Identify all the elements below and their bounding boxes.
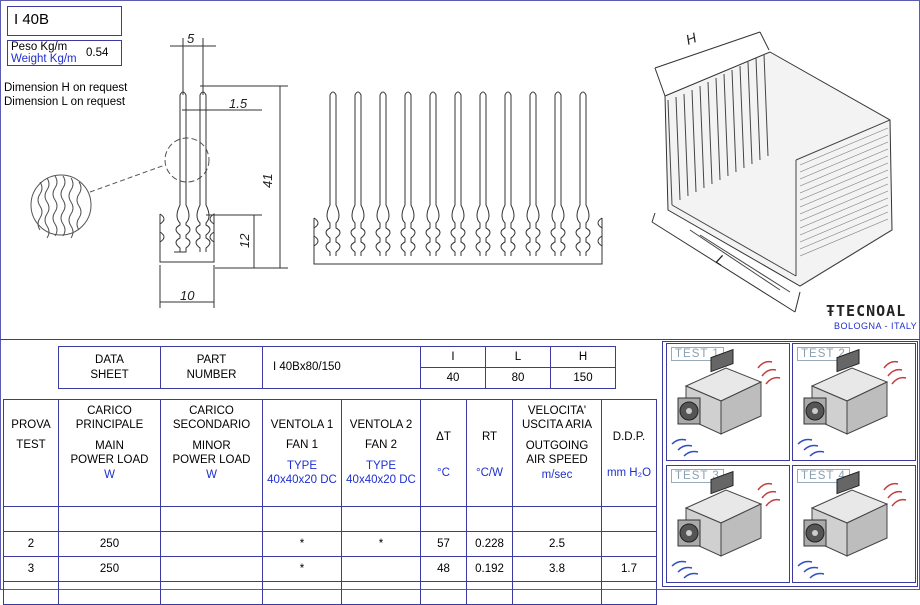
weight-label-en: Weight Kg/m xyxy=(11,53,77,65)
weight-value: 0.54 xyxy=(86,47,109,59)
logo-mark-icon: Ŧ xyxy=(826,302,837,320)
part-number-cell: PART NUMBER xyxy=(160,346,263,389)
dim-12-label: 12 xyxy=(237,233,252,248)
test-panel-4: TEST 4 xyxy=(792,465,916,583)
profile-section xyxy=(159,38,288,308)
data-sheet-cell: DATA SHEET xyxy=(58,346,161,389)
header-prova: PROVA TEST xyxy=(3,399,59,507)
table-header-row: PROVA TEST CARICO PRINCIPALE MAIN POWER … xyxy=(3,399,657,507)
header-velocita: VELOCITA' USCITA ARIA OUTGOING AIR SPEED… xyxy=(512,399,602,507)
profile-front xyxy=(313,91,603,265)
col-l-value: 80 xyxy=(485,367,551,389)
section-divider xyxy=(0,339,920,340)
header-carico-principale: CARICO PRINCIPALE MAIN POWER LOAD W xyxy=(58,399,161,507)
iso-l-label: L xyxy=(713,251,728,269)
test-label: TEST 4 xyxy=(797,469,850,483)
col-l-header: L xyxy=(485,346,551,368)
header-ddp: D.D.P. mm H₂O xyxy=(601,399,657,507)
heatsink-drawing: 5 1.5 41 12 10 H L xyxy=(30,29,893,313)
product-code-box xyxy=(7,6,122,36)
test-label: TEST 3 xyxy=(671,469,724,483)
dim-5-label: 5 xyxy=(187,31,195,46)
test-panels-container xyxy=(662,341,918,587)
header-carico-secondario: CARICO SECONDARIO MINOR POWER LOAD W xyxy=(160,399,263,507)
company-logo: ŦTECNOAL xyxy=(826,302,906,320)
logo-city: BOLOGNA - ITALY xyxy=(834,321,918,331)
col-i-header: I xyxy=(420,346,486,368)
dimension-l-note: Dimension L on request xyxy=(4,96,126,108)
logo-name: TECNOAL xyxy=(836,302,907,320)
test-panel-3: TEST 3 xyxy=(666,465,790,583)
spec-table: DATA SHEET PART NUMBER I 40Bx80/150 I L … xyxy=(58,346,616,389)
header-ventola-2: VENTOLA 2 FAN 2 TYPE 40x40x20 DC xyxy=(341,399,421,507)
dim-1-5-label: 1.5 xyxy=(229,96,248,111)
test-label: TEST 2 xyxy=(797,347,850,361)
test-results-table: PROVA TEST CARICO PRINCIPALE MAIN POWER … xyxy=(3,399,657,605)
col-h-value: 150 xyxy=(550,367,616,389)
test-label: TEST 1 xyxy=(671,347,724,361)
weight-box xyxy=(7,40,122,66)
isometric-view xyxy=(651,31,893,313)
product-code: I 40B xyxy=(14,11,50,28)
dimension-h-note: Dimension H on request xyxy=(4,82,128,94)
table-row: 3 250 * 48 0.192 3.8 1.7 xyxy=(3,556,657,582)
iso-h-label: H xyxy=(684,29,700,48)
col-h-header: H xyxy=(550,346,616,368)
test-panel-2: TEST 2 xyxy=(792,343,916,461)
table-row: 2 250 * * 57 0.228 2.5 xyxy=(3,531,657,557)
table-row xyxy=(3,506,657,532)
table-row xyxy=(3,581,657,605)
dim-10-label: 10 xyxy=(180,288,195,303)
header-ventola-1: VENTOLA 1 FAN 1 TYPE 40x40x20 DC xyxy=(262,399,342,507)
col-i-value: 40 xyxy=(420,367,486,389)
detail-circle xyxy=(30,137,210,239)
part-value-cell: I 40Bx80/150 xyxy=(262,346,421,389)
dim-41-label: 41 xyxy=(260,174,275,188)
header-delta-t: ΔT °C xyxy=(420,399,467,507)
weight-label-it: Peso Kg/m xyxy=(11,41,68,53)
header-rt: RT °C/W xyxy=(466,399,513,507)
test-panel-1: TEST 1 xyxy=(666,343,790,461)
